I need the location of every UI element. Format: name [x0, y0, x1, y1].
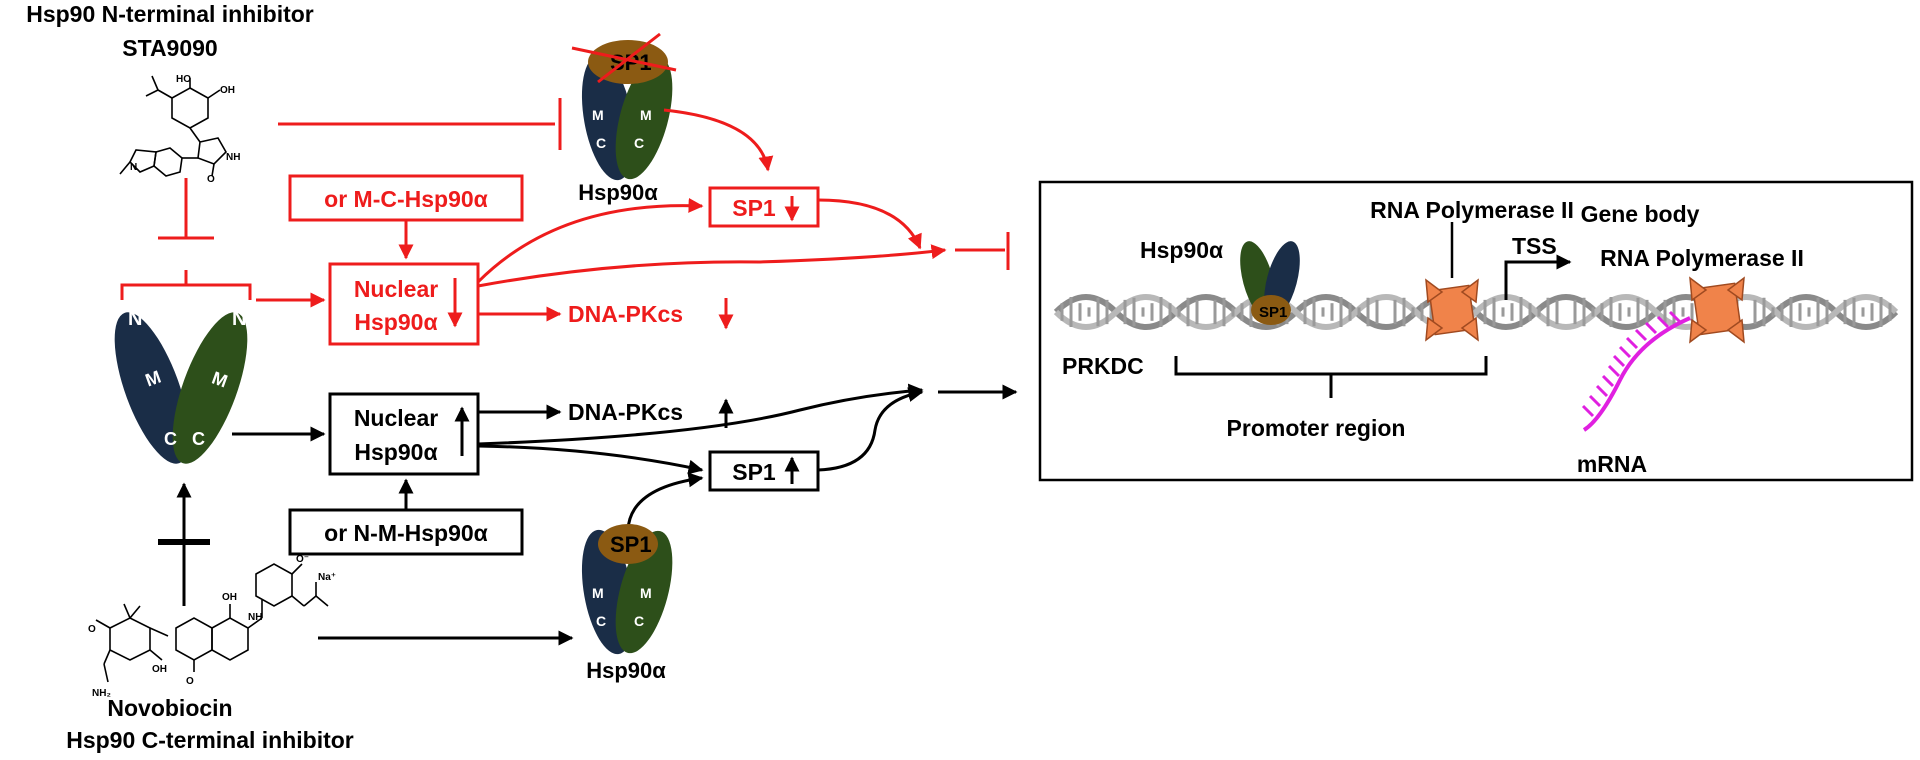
central-letter-c-right: C	[192, 429, 205, 449]
central-hsp90-dimer: N M C N M C	[114, 308, 248, 464]
mrna-nucleotide	[1588, 394, 1602, 408]
gene-body-label: Gene body	[1581, 201, 1700, 227]
sp1-cross-line-1	[571, 46, 677, 72]
red-nuclear-line1: Nuclear	[354, 276, 438, 302]
black-sp1-box-label: SP1	[732, 459, 776, 485]
mrna-nucleotide	[1607, 364, 1621, 378]
tss-arrow	[1504, 254, 1572, 300]
black-nuclear-to-convergence-arrow	[477, 383, 924, 446]
prkdc-label: PRKDC	[1062, 353, 1144, 379]
mrna-nucleotide	[1595, 384, 1609, 398]
sta9090-name: STA9090	[122, 35, 217, 61]
promoter-hsp90-label: Hsp90α	[1140, 237, 1223, 263]
sta9090-atom-o: O	[207, 174, 215, 185]
sta9090-atom-nh: NH	[226, 152, 240, 163]
black-nuclear-hsp90-box	[328, 392, 480, 476]
svg-text:C: C	[634, 135, 644, 151]
or-nm-hsp90-label: or N-M-Hsp90α	[324, 520, 488, 546]
novobiocin-subtitle: Hsp90 C-terminal inhibitor	[66, 727, 354, 753]
sta9090-group: Hsp90 N-terminal inhibitor STA9090 HO OH…	[26, 1, 314, 185]
central-letter-n-right: N	[232, 308, 246, 330]
sta9090-atom-n: N	[130, 162, 137, 173]
black-dnapkcs-label: DNA-PKcs	[568, 399, 683, 425]
novo-atom-nh2: NH₂	[92, 688, 111, 699]
mrna-nucleotide	[1634, 328, 1648, 342]
black-nuclear-to-sp1-arrow	[477, 444, 704, 475]
svg-text:M: M	[640, 107, 652, 123]
svg-text:M: M	[640, 585, 652, 601]
mrna-nucleotide	[1581, 404, 1595, 418]
novo-atom-oh: OH	[222, 592, 237, 603]
mrna-nucleotide	[1601, 374, 1615, 388]
black-nuclear-line2: Hsp90α	[354, 439, 437, 465]
tss-label: TSS	[1512, 233, 1557, 259]
dna-helix	[1053, 294, 1899, 330]
central-hsp90-n-domain-chain	[114, 312, 190, 464]
bottom-sp1-blob	[598, 524, 658, 564]
red-nuclear-to-sp1-arrow	[476, 197, 704, 284]
sp1-cross-line-2	[597, 32, 661, 84]
central-letter-m-right: M	[209, 368, 230, 392]
mrna-strand: mRNA	[1577, 310, 1691, 477]
gene-body-rna-polymerase	[1689, 276, 1745, 344]
promoter-sp1-label: SP1	[1259, 304, 1287, 321]
sta9090-structure: HO OH N NH O	[119, 74, 240, 185]
red-nuclear-to-convergence-arrow	[477, 244, 947, 288]
bottom-hsp90-to-sp1-arrow	[626, 472, 704, 531]
black-sp1-to-convergence-arrow	[817, 387, 924, 472]
novo-atom-o-methoxy: O	[88, 624, 96, 635]
hsp90-to-sp1-red-arrow	[663, 108, 774, 172]
promoter-region-label: Promoter region	[1227, 415, 1406, 441]
central-hsp90-green-chain	[172, 312, 248, 464]
mrna-nucleotide	[1618, 345, 1632, 359]
svg-text:C: C	[596, 135, 606, 151]
black-nuclear-line1: Nuclear	[354, 405, 438, 431]
promoter-hsp90-sp1-complex: SP1 Hsp90α	[1140, 237, 1300, 325]
black-sp1-box	[708, 450, 820, 492]
mrna-label: mRNA	[1577, 451, 1647, 477]
or-nm-hsp90-box	[288, 508, 524, 556]
promoter-rna-polymerase: RNA Polymerase II	[1370, 197, 1574, 342]
novobiocin-title: Novobiocin	[107, 695, 232, 721]
novo-atom-o-minus: O⁻	[296, 554, 309, 565]
central-letter-m-left: M	[143, 367, 164, 391]
promoter-rna-pol-label: RNA Polymerase II	[1370, 197, 1574, 223]
mrna-nucleotide	[1644, 321, 1658, 335]
sta9090-atom-oh: OH	[220, 85, 235, 96]
novobiocin-structure: O NH₂ OH OH NH O O⁻ Na⁺	[88, 554, 336, 699]
red-dnapkcs-label: DNA-PKcs	[568, 301, 683, 327]
bottom-sp1-label: SP1	[610, 532, 652, 557]
red-sp1-to-convergence-arrow	[817, 198, 922, 250]
central-letter-n-left: N	[128, 308, 142, 330]
mrna-nucleotide	[1625, 336, 1639, 350]
svg-text:M: M	[592, 107, 604, 123]
bottom-hsp90-label: Hsp90α	[586, 658, 666, 683]
red-brace	[120, 283, 252, 300]
sta9090-title: Hsp90 N-terminal inhibitor	[26, 1, 314, 27]
red-nuclear-hsp90-box	[328, 262, 480, 346]
bottom-hsp90-sp1-complex: SP1 M C M C Hsp90α	[581, 524, 673, 683]
central-letter-c-left: C	[164, 429, 177, 449]
top-hsp90-label: Hsp90α	[578, 180, 658, 205]
top-hsp90-sp1-complex: SP1 M C M C Hsp90α	[571, 32, 677, 205]
red-sp1-box	[708, 186, 820, 228]
novo-atom-oh-sugar: OH	[152, 664, 167, 675]
mrna-nucleotide	[1656, 315, 1670, 329]
gene-body-rna-pol-label: RNA Polymerase II	[1600, 245, 1804, 271]
svg-text:C: C	[634, 613, 644, 629]
sta9090-atom-ho: HO	[176, 74, 191, 85]
gene-panel: SP1 Hsp90α RNA Polymerase II TSS Gene bo…	[1038, 180, 1914, 482]
svg-text:C: C	[596, 613, 606, 629]
mrna-nucleotide	[1668, 310, 1682, 324]
red-sp1-box-label: SP1	[732, 195, 776, 221]
novo-atom-o: O	[186, 676, 194, 687]
or-mc-hsp90-label: or M-C-Hsp90α	[324, 186, 488, 212]
svg-text:M: M	[592, 585, 604, 601]
novo-atom-na: Na⁺	[318, 572, 336, 583]
mrna-nucleotide	[1612, 354, 1626, 368]
red-nuclear-line2: Hsp90α	[354, 309, 437, 335]
or-mc-hsp90-box	[288, 174, 524, 222]
novo-atom-nh: NH	[248, 612, 262, 623]
